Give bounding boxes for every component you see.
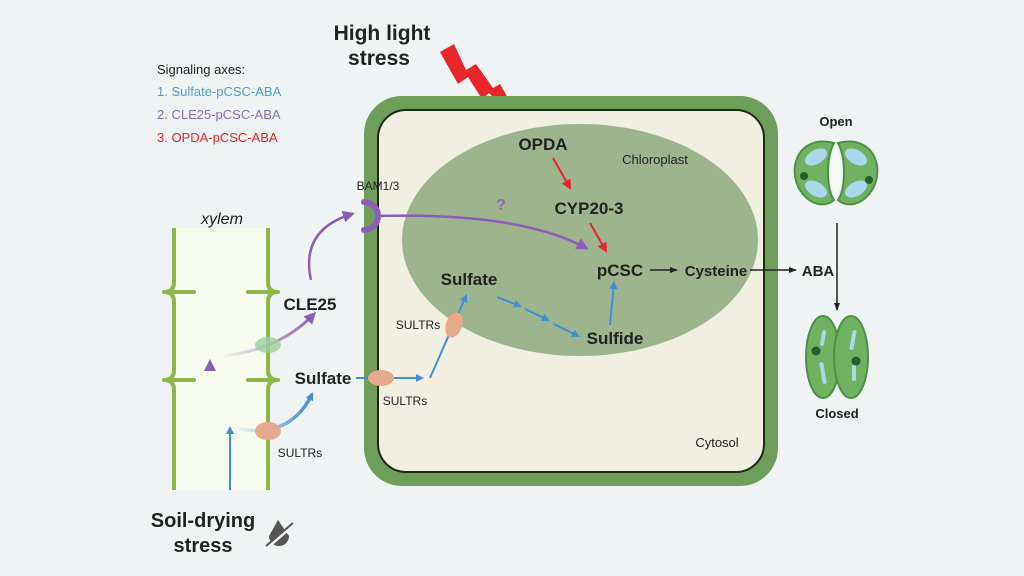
xylem-sulfate-arrow <box>234 392 314 433</box>
chloroplast-sulfate-arrow <box>429 294 468 379</box>
sulfate-outer-label: Sulfate <box>295 369 352 388</box>
question-mark: ? <box>496 197 506 214</box>
cle25-bam-arrow <box>307 210 355 281</box>
closed-stoma-icon <box>805 315 869 399</box>
sulfate-inner-label: Sulfate <box>441 270 498 289</box>
open-label: Open <box>819 114 852 129</box>
chloroplast-label: Chloroplast <box>622 152 688 167</box>
sulfate-sulfide-arrow-3 <box>553 323 580 337</box>
cyp20-3-label: CYP20-3 <box>555 199 624 218</box>
cyp-pcsc-arrow <box>589 222 607 253</box>
legend-item-cle25: 2. CLE25-pCSC-ABA <box>157 107 281 122</box>
closed-label: Closed <box>815 406 858 421</box>
legend: Signaling axes: 1. Sulfate-pCSC-ABA 2. C… <box>157 62 282 145</box>
pcsc-label: pCSC <box>597 261 643 280</box>
high-light-stress-line1: High light <box>334 22 431 45</box>
xylem-label: xylem <box>200 211 243 228</box>
legend-item-sulfate: 1. Sulfate-pCSC-ABA <box>157 84 282 99</box>
opda-cyp-arrow <box>552 157 571 190</box>
cysteine-label: Cysteine <box>685 263 748 280</box>
legend-item-opda: 3. OPDA-pCSC-ABA <box>157 130 278 145</box>
soil-drying-line1: Soil-drying <box>151 510 255 532</box>
sulfate-sulfide-arrow-2 <box>524 308 550 322</box>
xylem-vessel <box>162 228 280 490</box>
open-stoma-icon <box>793 140 879 206</box>
sultr-transporter-membrane <box>368 370 394 386</box>
sultrs-xylem-label: SULTRs <box>278 446 322 460</box>
no-water-icon <box>264 520 295 550</box>
legend-title: Signaling axes: <box>157 62 245 77</box>
high-light-stress-line2: stress <box>348 47 410 70</box>
sultrs-chloroplast-label: SULTRs <box>396 318 440 332</box>
sultr-transporter-xylem <box>255 422 281 440</box>
bam-label: BAM1/3 <box>357 179 400 193</box>
sulfate-sulfide-arrow-1 <box>496 296 522 308</box>
sulfide-pcsc-arrow <box>609 281 618 326</box>
sulfide-label: Sulfide <box>587 329 644 348</box>
cytosol-label: Cytosol <box>695 435 738 450</box>
sultrs-membrane-label: SULTRs <box>383 394 427 408</box>
opda-label: OPDA <box>518 135 567 154</box>
sultr-transporter-chloroplast <box>445 312 463 338</box>
xylem-channel <box>255 337 281 353</box>
cle25-label: CLE25 <box>284 295 337 314</box>
bam-pcsc-arrow <box>375 214 589 250</box>
aba-label: ABA <box>802 263 835 280</box>
soil-drying-line2: stress <box>174 535 233 557</box>
